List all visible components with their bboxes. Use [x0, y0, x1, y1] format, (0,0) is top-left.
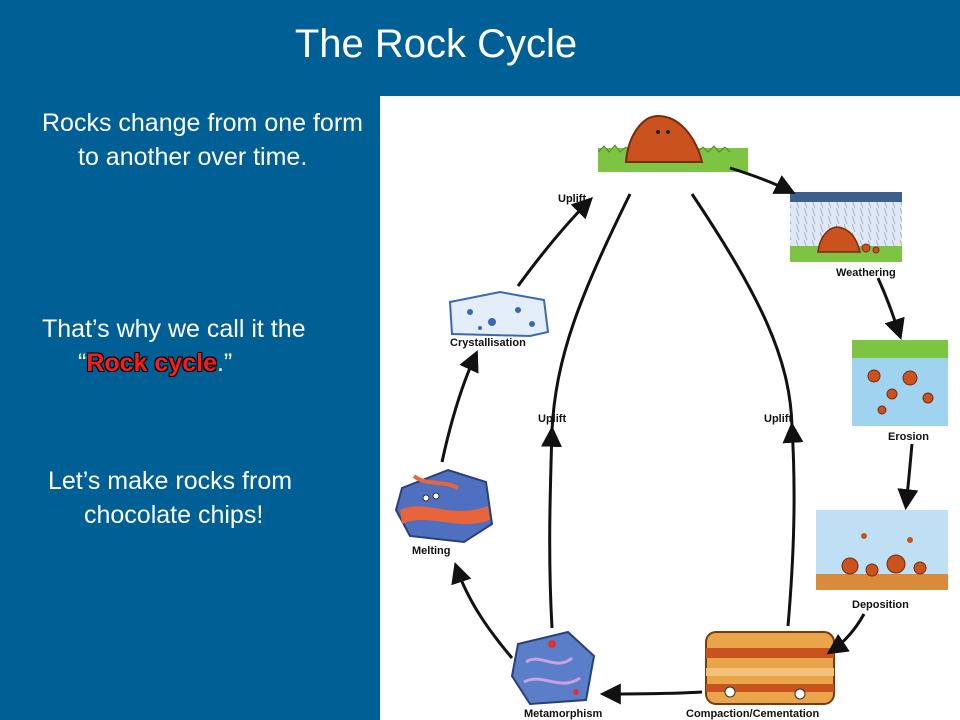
label-metamorphism: Metamorphism — [524, 708, 602, 720]
emphasis-cycle: cycle — [154, 349, 217, 377]
deposition-illustration — [816, 510, 948, 590]
arrow-melting-to-crystallisation — [440, 350, 479, 463]
compaction-cementation-illustration — [705, 631, 835, 705]
weathering-illustration — [790, 192, 902, 262]
arrow-crystallisation-to-top — [516, 197, 593, 287]
arrow-compaction-to-metamorphism — [599, 683, 703, 705]
paragraph-rocks-change: Rocks change from one form to another ov… — [42, 109, 363, 171]
rock-on-grass-illustration — [597, 114, 748, 172]
emphasis-rock: Rock — [86, 349, 148, 377]
label-uplift-top: Uplift — [558, 193, 586, 205]
label-erosion: Erosion — [888, 431, 929, 443]
melting-illustration — [394, 468, 494, 544]
arrow-metamorphism-uplift — [540, 425, 562, 629]
erosion-illustration — [852, 340, 948, 426]
arrow-metamorphism-to-melting — [451, 562, 514, 659]
label-uplift-right: Uplift — [764, 413, 792, 425]
arrow-inner-loop — [550, 193, 794, 431]
metamorphism-illustration — [510, 630, 596, 706]
slide-title: The Rock Cycle — [294, 22, 578, 66]
arrow-deposition-to-compaction — [826, 613, 866, 655]
label-crystallisation: Crystallisation — [450, 337, 526, 349]
arrow-compaction-uplift — [782, 421, 804, 627]
paragraph-chocolate-chips: Let’s make rocks from chocolate chips! — [48, 467, 293, 529]
rock-cycle-diagram: Weathering Erosion Deposition Compaction… — [380, 96, 960, 720]
label-deposition: Deposition — [852, 599, 909, 611]
paragraph-rock-cycle: That’s why we call it the “Rock cycle.” — [42, 312, 368, 380]
label-weathering: Weathering — [836, 267, 896, 279]
arrow-erosion-to-deposition — [897, 443, 919, 511]
cycle-arrows — [440, 166, 919, 705]
arrow-weathering-to-erosion — [876, 277, 905, 340]
label-compaction-cementation: Compaction/Cementation — [686, 708, 820, 720]
uplift-arrows — [540, 193, 804, 629]
label-melting: Melting — [412, 545, 451, 557]
crystallisation-illustration — [448, 290, 550, 338]
paragraph-text-end: .” — [216, 349, 233, 377]
label-uplift-left: Uplift — [538, 413, 566, 425]
arrow-top-to-weathering — [729, 166, 796, 194]
paragraph-text: That’s why we call it the “ — [42, 315, 306, 377]
